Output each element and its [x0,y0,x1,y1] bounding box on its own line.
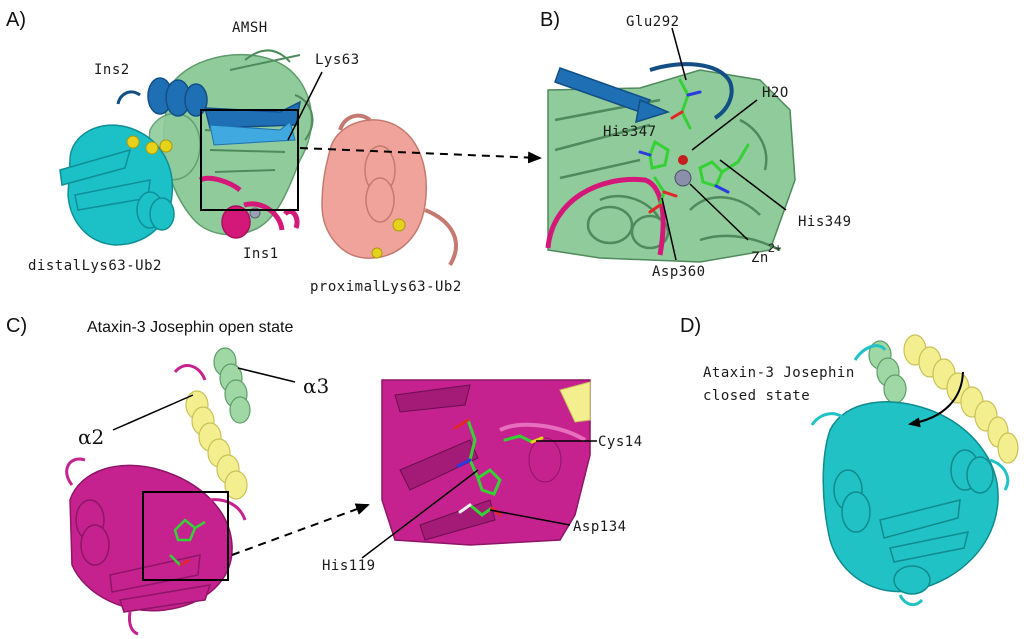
label-alpha3: α3 [303,374,329,398]
active-site-sticks [638,78,750,214]
dashed-arrow-a [299,147,542,164]
curved-arrow [908,371,964,428]
label-his349: His349 [798,214,852,230]
sulfur-spheres-distal [126,135,173,155]
dashed-arrow-c [231,503,370,556]
panel-b: B) [540,9,852,280]
amsh-closeup-strands [554,98,781,252]
ins2-closeup [554,62,734,124]
zoom-box-a [200,109,299,211]
amsh-closeup [547,69,796,263]
panel-a-letter: A) [6,9,26,31]
sulfur-spheres-proximal [371,218,406,259]
alpha3-pointer [237,367,296,383]
label-alpha2: α2 [78,425,104,449]
alpha2-helix [185,390,248,500]
panel-d: D) Ataxin-3 Josephin closed state [680,315,1019,607]
panel-c-letter: C) [6,315,27,337]
b-leader-lines [661,27,787,261]
label-asp360: Asp360 [652,264,706,280]
label-amsh: AMSH [232,20,268,36]
label-glu292: Glu292 [626,14,680,30]
panel-d-letter: D) [680,315,701,337]
ins1-closeup [545,176,666,256]
lys63-pointer [287,71,323,141]
alpha2-pointer [112,394,194,431]
label-his347: His347 [603,124,657,140]
ins1-loop [198,175,300,239]
label-zn: Zn [751,250,769,266]
closed-green-helix [868,340,907,404]
label-ins2: Ins2 [94,62,130,78]
panel-c-title: Ataxin-3 Josephin open state [87,319,293,336]
label-lys63: Lys63 [315,52,360,68]
josephin-closed-loops [810,344,1010,607]
panel-d-title-line1: Ataxin-3 Josephin [703,365,855,381]
zoom-box-c [142,491,229,581]
label-his119: His119 [322,558,376,574]
open-inset [381,379,591,546]
label-zn-charge: 2+ [768,241,782,255]
josephin-open-loops [65,364,247,636]
label-h2o: H2O [762,85,789,101]
label-cys14: Cys14 [598,434,643,450]
alpha3-helix [213,347,251,424]
zinc-sphere-b [674,169,692,187]
panel-d-title-line2: closed state [703,388,810,404]
open-active-sticks [169,518,206,567]
label-proximal: proximalLys63-Ub2 [310,279,462,295]
panel-b-letter: B) [540,9,560,31]
josephin-open [69,464,233,613]
distal-ub2 [59,124,175,246]
josephin-closed [822,401,999,595]
c-inset-leaders [361,440,597,559]
panel-a: A) [6,9,542,295]
label-ins1: Ins1 [243,246,279,262]
water-sphere [678,155,688,165]
label-distal: distalLys63-Ub2 [28,258,162,274]
panel-c: C) Ataxin-3 Josephin open state [6,315,643,636]
closed-yellow-helix [903,334,1019,464]
label-asp134: Asp134 [573,519,627,535]
proximal-ub2 [321,113,458,267]
